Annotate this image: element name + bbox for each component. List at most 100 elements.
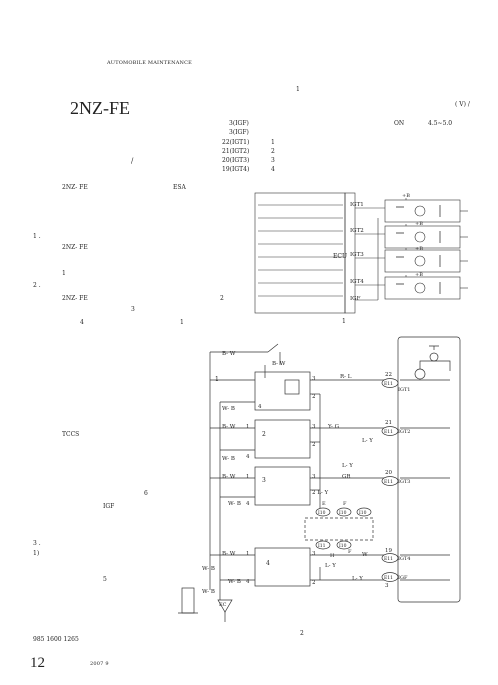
pin-number: 4 <box>258 404 262 410</box>
ecu-label: ECU <box>333 253 347 260</box>
plus-b-label: +B <box>415 221 423 227</box>
signal-igt2: IGT2 <box>350 228 364 234</box>
junction-box <box>304 517 374 541</box>
coil-1 <box>254 371 311 411</box>
wire-color: L- Y <box>352 576 363 582</box>
wire-color: W- B <box>202 589 215 595</box>
wire-color: B- W <box>222 424 236 430</box>
coil-label: 1 <box>215 376 219 383</box>
body-text: 2 <box>300 630 304 637</box>
terminal-cell: 3(IGF) <box>229 120 249 127</box>
body-text: 2NZ- FE <box>62 244 88 251</box>
wire-color: W <box>362 552 368 558</box>
wire-color: W- B <box>222 406 235 412</box>
ecu-signal-label: IGF <box>398 575 408 581</box>
pin-number: 3 <box>312 424 316 430</box>
coil-label: 2 <box>262 431 266 438</box>
list-number: 2 . <box>33 282 41 289</box>
ecu-connector: E11 <box>384 381 393 387</box>
pin-number: 2 <box>312 442 316 448</box>
body-text: TCCS <box>62 431 80 438</box>
body-text: 5 <box>103 576 107 583</box>
signal-igt1: IGT1 <box>350 202 364 208</box>
body-text: 1 <box>180 319 184 326</box>
pin-number: 1 <box>246 551 250 557</box>
code-cell: 1 <box>271 139 275 146</box>
junction-connector: I10 <box>339 543 347 549</box>
issue-date: 2007 9 <box>90 661 109 667</box>
body-text: 4 <box>80 319 84 326</box>
body-text: 6 <box>144 490 148 497</box>
page-title: 2NZ-FE <box>70 98 130 118</box>
junction-connector: I10 <box>359 510 367 516</box>
ecu-block-edge <box>344 192 356 314</box>
ecu-pin: 3 <box>385 583 389 589</box>
wire-color: W- B <box>228 579 241 585</box>
body-text: IGF <box>103 503 115 510</box>
coil-label: 4 <box>266 560 270 567</box>
wire-color: B- W <box>222 351 236 357</box>
terminal-cell: 3(IGF) <box>229 129 249 136</box>
junction-pin: E <box>322 501 326 507</box>
pin-number: 4 <box>246 501 250 507</box>
wire-color: Y- G <box>327 424 339 430</box>
ecu-pin: 20 <box>385 470 392 476</box>
ecu-signal-label: IGT3 <box>398 479 411 485</box>
coil-label: 3 <box>262 477 266 484</box>
wire-color: W- B <box>228 501 241 507</box>
ecu-connector: E11 <box>384 479 393 485</box>
wire-color: GR <box>342 474 351 480</box>
wire-color: W- B <box>202 566 215 572</box>
ecu-signal-label: IGT2 <box>398 429 411 435</box>
pin-number: 3 <box>312 474 316 480</box>
wire-color: B- W <box>222 551 236 557</box>
ecu-pin: 19 <box>385 548 392 554</box>
body-text: 985 1600 1265 <box>33 636 79 643</box>
value-cell: 4.5~5.0 <box>428 120 453 127</box>
ecu-connector: E11 <box>384 556 393 562</box>
body-text: ESA <box>173 184 186 191</box>
body-text: 1 <box>62 270 66 277</box>
pin-number: 4 <box>246 579 250 585</box>
figure1-caption: 1 <box>342 318 346 325</box>
wire-color: R- L <box>340 374 352 380</box>
pin-number: 1 <box>246 474 250 480</box>
junction-pin: H <box>330 553 335 559</box>
wire-color: L- Y <box>362 438 373 444</box>
code-cell: 3 <box>271 157 275 164</box>
terminal-cell: 22(IGT1) <box>222 139 250 146</box>
terminal-cell: 21(IGT2) <box>222 148 250 155</box>
code-cell: 2 <box>271 148 275 155</box>
plus-b-label: +B <box>402 193 410 199</box>
coil-2 <box>254 419 311 459</box>
body-text: 2NZ- FE <box>62 295 88 302</box>
junction-pin: F <box>348 549 352 555</box>
coil-3 <box>254 466 311 506</box>
ecu-signal-label: IGT1 <box>398 387 411 393</box>
wire-color: L- Y <box>325 563 336 569</box>
pin-number: 3 <box>312 376 316 382</box>
section-mark: 1 <box>296 86 300 93</box>
pin-number: 4 <box>246 454 250 460</box>
junction-connector: I10 <box>318 510 326 516</box>
list-number: 3 . <box>33 540 41 547</box>
ecu-signal-label: IGT4 <box>398 556 411 562</box>
wire-color: 2 L- Y <box>312 490 329 496</box>
junction-connector: I11 <box>318 543 326 549</box>
wire-color: W- B <box>222 456 235 462</box>
body-text: 2 <box>220 295 224 302</box>
pin-number: 2 <box>312 580 316 586</box>
ground-label: EC <box>219 602 227 608</box>
list-number: 1) <box>33 550 40 557</box>
title-slash: / <box>131 157 134 165</box>
ecu-connector: E11 <box>384 429 393 435</box>
ecu-outline <box>397 336 461 603</box>
wire-color: B- W <box>272 361 286 367</box>
running-title: AUTOMOBILE MAINTENANCE <box>107 60 192 66</box>
body-text: 2NZ- FE <box>62 184 88 191</box>
coil-4 <box>254 547 311 587</box>
ecu-pin: 21 <box>385 420 392 426</box>
ecu-connector: E11 <box>384 575 393 581</box>
